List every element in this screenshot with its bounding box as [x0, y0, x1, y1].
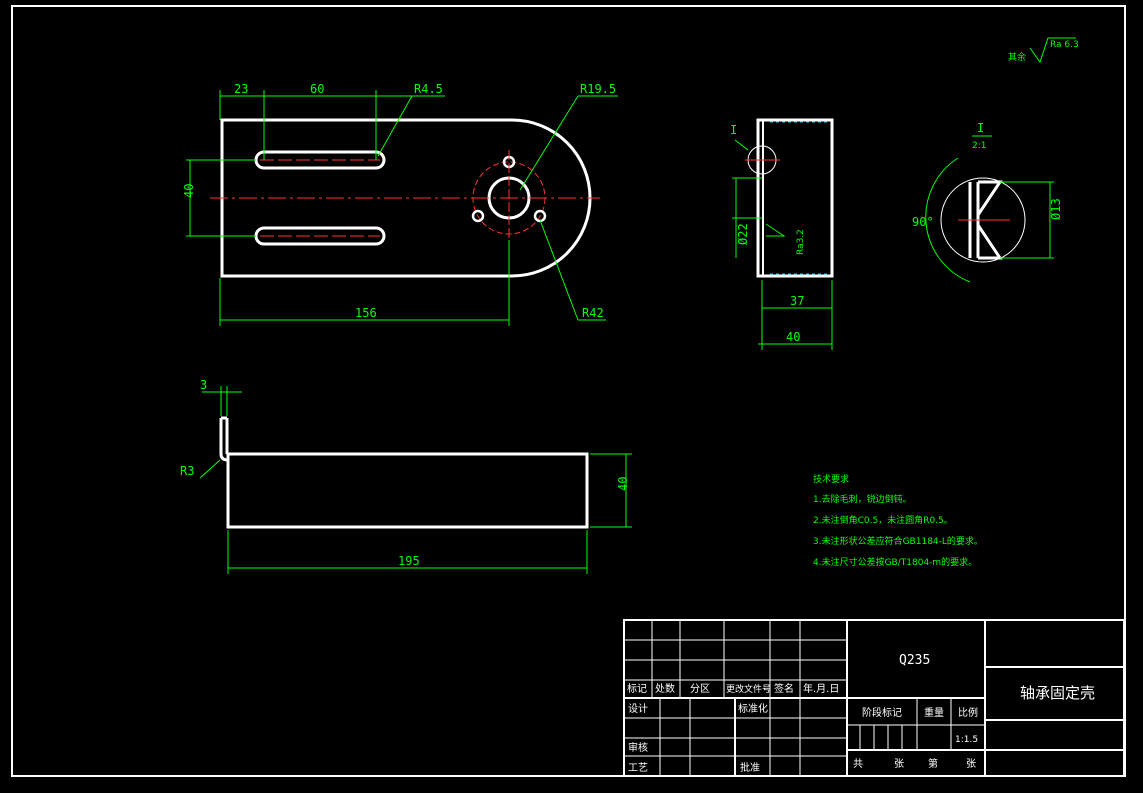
tb-design: 设计: [628, 702, 648, 715]
detail-scale-label: I: [977, 121, 984, 135]
front-view-outline: [226, 452, 589, 529]
side-view-outline: [756, 118, 834, 278]
bolt-hole-left: [471, 209, 485, 223]
tb-header-zone: 分区: [690, 683, 710, 695]
detail-scale-value: 2:1: [972, 141, 986, 151]
tb-page: 第: [928, 757, 938, 770]
tb-weight: 重量: [924, 706, 944, 719]
top-view-outline: [220, 118, 592, 278]
tb-total: 共: [853, 758, 863, 770]
dim-bend-radius: R3: [180, 464, 194, 478]
roughness-side: Ra3.2: [796, 229, 806, 255]
tb-header-date: 年.月.日: [803, 682, 839, 695]
tech-requirements: 技术要求 1.去除毛刺，锐边倒钝。 2.未注倒角C0.5，未注圆角R0.5。 3…: [813, 473, 983, 568]
roughness-symbol: [1029, 37, 1076, 64]
tb-sheets: 张: [894, 758, 904, 770]
dim-detail-angle: 90°: [912, 215, 934, 229]
dim-side-40: 40: [786, 330, 800, 344]
tb-approve: 批准: [740, 761, 760, 774]
tb-material: Q235: [899, 653, 930, 668]
tb-header-count: 处数: [655, 682, 675, 695]
dim-front-40: 40: [616, 477, 630, 491]
dim-side-37: 37: [790, 294, 804, 308]
tech-requirement-2: 2.未注倒角C0.5，未注圆角R0.5。: [813, 514, 953, 526]
dim-slot-radius: R4.5: [414, 82, 443, 96]
tb-header-signature: 签名: [774, 682, 794, 695]
tb-sheets-2: 张: [966, 758, 976, 770]
top-view-dimensions: [186, 90, 618, 326]
detail-view-dimensions: [925, 135, 1054, 283]
tb-part-name: 轴承固定壳: [1020, 684, 1095, 702]
front-view-dimensions: [199, 386, 632, 574]
dim-thickness-3: 3: [200, 378, 207, 392]
tech-requirement-4: 4.未注尺寸公差按GB/T1804-m的要求。: [813, 556, 977, 568]
title-block: [623, 619, 1125, 777]
front-view-flange: [219, 418, 229, 462]
tb-stage-mark: 阶段标记: [862, 706, 902, 719]
dim-23: 23: [234, 82, 248, 96]
tb-header-change-doc: 更改文件号: [726, 683, 771, 695]
dim-front-195: 195: [398, 554, 420, 568]
side-view-dimensions: [732, 139, 833, 350]
tech-requirement-1: 1.去除毛刺，锐边倒钝。: [813, 493, 912, 505]
dim-side-dia: Ø22: [736, 223, 750, 245]
front-view: [219, 416, 589, 529]
tb-header-mark: 标记: [627, 683, 647, 695]
detail-marker: I: [730, 123, 737, 137]
dim-60: 60: [310, 82, 324, 96]
surface-finish-note: 其余 Ra 6.3: [1008, 37, 1079, 64]
tb-scale-value: 1:1.5: [955, 735, 978, 745]
detail-view-circle: [940, 177, 1026, 263]
dim-outer-radius: R42: [582, 306, 604, 320]
detail-view: [940, 177, 1026, 263]
sheet-border: [11, 5, 1126, 777]
tech-requirements-title: 技术要求: [813, 473, 849, 485]
dim-arc-radius: R19.5: [580, 82, 616, 96]
tb-process: 工艺: [628, 762, 648, 774]
dim-detail-dia: Ø13: [1049, 198, 1063, 220]
surface-note-prefix: 其余: [1008, 51, 1026, 63]
top-view: [210, 118, 600, 278]
side-view: [745, 118, 834, 278]
surface-note-value: Ra 6.3: [1050, 40, 1079, 50]
tb-standardize: 标准化: [738, 702, 768, 715]
dim-156: 156: [355, 306, 377, 320]
tb-review: 审核: [628, 741, 648, 754]
tech-requirement-3: 3.未注形状公差应符合GB1184-L的要求。: [813, 535, 983, 547]
tb-scale: 比例: [958, 706, 978, 719]
dim-height-40: 40: [182, 184, 196, 198]
